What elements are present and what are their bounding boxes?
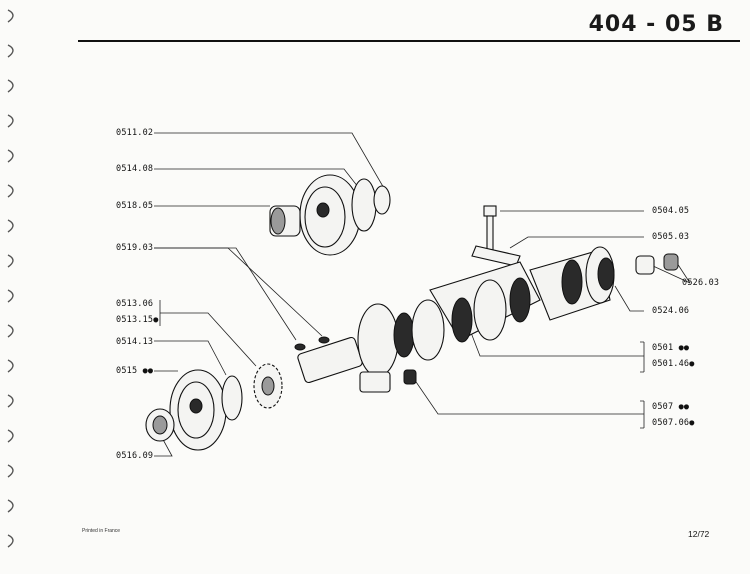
callout-0505-03: 0505.03: [652, 232, 690, 242]
callout-0504-05: 0504.05: [652, 206, 690, 216]
page-title: 404 - 05 B: [588, 12, 724, 37]
callout-0507: 0507 ●●: [652, 402, 690, 412]
callout-0518-05: 0518.05: [116, 201, 154, 211]
callout-0514-08: 0514.08: [116, 164, 154, 174]
crankshaft: [297, 246, 615, 393]
leader-lines: [154, 132, 691, 457]
callout-0513-15: 0513.15●: [116, 315, 159, 325]
key-b: [318, 336, 330, 344]
callout-0516-09: 0516.09: [116, 451, 154, 461]
nut-0516: [145, 408, 175, 442]
callout-0501: 0501 ●●: [652, 343, 690, 353]
callout-0501-46: 0501.46●: [652, 359, 695, 369]
callout-0513-06: 0513.06: [116, 299, 154, 309]
bolt-plate: [471, 205, 521, 267]
printed-note: Printed in France: [82, 528, 121, 534]
pulley-lower: [169, 363, 283, 451]
callout-0515: 0515 ●●: [116, 366, 154, 376]
callout-0507-06: 0507.06●: [652, 418, 695, 428]
bushings: [635, 253, 679, 275]
spiral-binding: [7, 9, 14, 548]
header-rule: [78, 40, 740, 42]
hub-0518: [269, 205, 301, 237]
callout-0526-03: 0526.03: [682, 278, 720, 288]
key-a: [294, 343, 306, 351]
callout-0514-13: 0514.13: [116, 337, 154, 347]
callout-0519-03: 0519.03: [116, 243, 154, 253]
callout-0511-02: 0511.02: [116, 128, 154, 138]
pulley-upper: [299, 174, 391, 256]
callout-0524-06: 0524.06: [652, 306, 690, 316]
page-number: 12/72: [688, 529, 710, 539]
